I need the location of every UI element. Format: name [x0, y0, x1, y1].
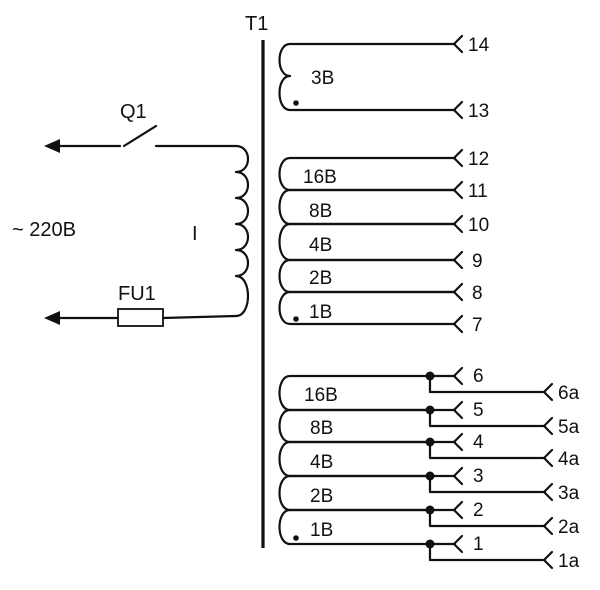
pin-6a: 6а: [558, 383, 580, 404]
winding-bottom: [278, 366, 554, 570]
winding-bot-voltage-1: 1В: [310, 520, 333, 541]
primary-coil: [234, 144, 250, 318]
pin-14: 14: [468, 35, 490, 56]
primary-label: I: [192, 223, 198, 245]
winding-mid-voltage-4: 4В: [309, 235, 332, 256]
transformer-label: T1: [245, 13, 268, 35]
pin-1a: 1а: [558, 551, 580, 572]
pin-10: 10: [468, 215, 489, 236]
pin-8: 8: [472, 283, 483, 304]
winding-middle: [278, 148, 464, 334]
pin-11: 11: [468, 181, 488, 202]
pin-7: 7: [472, 315, 483, 336]
pin-12: 12: [468, 149, 489, 170]
winding-mid-voltage-16: 16В: [303, 167, 337, 188]
winding-3v-voltage: 3В: [311, 68, 334, 89]
fuse-label: FU1: [118, 283, 156, 305]
winding-3v: [278, 34, 464, 120]
pin-1: 1: [473, 534, 484, 555]
switch-contact: [122, 124, 158, 148]
supply-label: ~ 220В: [12, 219, 76, 241]
fuse-body: [117, 308, 164, 327]
pin-3: 3: [473, 466, 484, 487]
mains-line-bottom: [44, 308, 238, 327]
pin-9: 9: [472, 251, 483, 272]
winding-bot-voltage-8: 8В: [310, 418, 333, 439]
winding-mid-voltage-1: 1В: [309, 302, 332, 323]
switch-label: Q1: [120, 101, 147, 123]
pin-5a: 5а: [558, 417, 580, 438]
winding-bot-voltage-16: 16В: [304, 385, 338, 406]
winding-bot-voltage-4: 4В: [310, 452, 333, 473]
mains-line-top: [44, 124, 238, 153]
pin-4: 4: [473, 432, 484, 453]
pin-3a: 3а: [558, 483, 580, 504]
pin-2: 2: [473, 500, 484, 521]
winding-mid-voltage-2: 2В: [309, 268, 332, 289]
pin-6: 6: [473, 366, 484, 387]
winding-mid-voltage-8: 8В: [309, 201, 332, 222]
pin-4a: 4а: [558, 449, 580, 470]
winding-bot-voltage-2: 2В: [310, 486, 333, 507]
pin-2a: 2а: [558, 517, 580, 538]
pin-5: 5: [473, 400, 484, 421]
pin-13: 13: [468, 101, 489, 122]
